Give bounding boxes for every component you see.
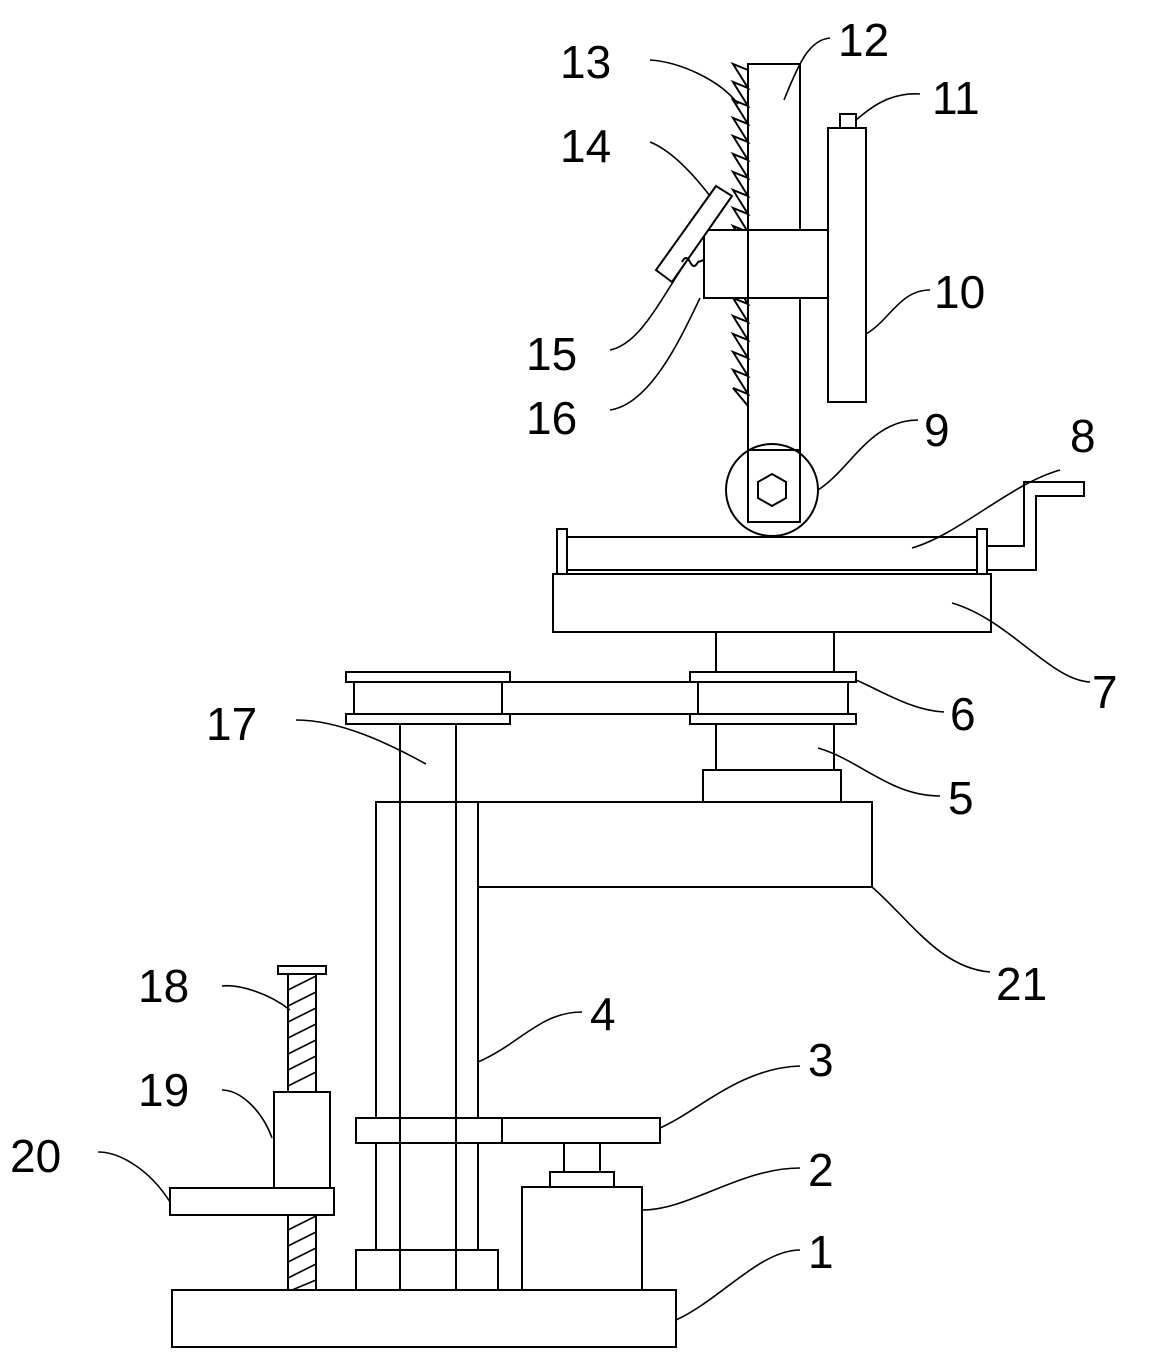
label-14: 14 [560,120,611,172]
label-13: 13 [560,36,611,88]
label-5: 5 [948,772,974,824]
right-pulley-hub [697,681,849,715]
column-lower [375,1142,479,1251]
pawl-spring [681,257,705,267]
lead-screw-lower [287,1214,317,1291]
label-10: 10 [934,266,985,318]
leader-lines [97,37,1091,1321]
screw-thread-hatching [287,975,317,1291]
motor-shaft-collar [549,1171,615,1188]
label-12: 12 [838,14,889,66]
clamp-arm [169,1187,335,1216]
label-16: 16 [526,392,577,444]
label-3: 3 [808,1034,834,1086]
label-1: 1 [808,1226,834,1278]
right-shaft-upper [715,631,835,673]
column-outer [375,801,479,1119]
crank-handle [987,481,1085,571]
label-17: 17 [206,698,257,750]
label-9: 9 [924,404,950,456]
side-tool-cap [839,113,857,129]
label-20: 20 [10,1130,61,1182]
label-2: 2 [808,1144,834,1196]
label-4: 4 [590,988,616,1040]
label-11: 11 [932,72,980,124]
left-pulley-hub [353,681,503,715]
screw-nut-housing [273,1091,331,1189]
screw-cap [277,965,327,975]
label-21: 21 [996,958,1047,1010]
sliding-block [703,229,829,299]
rail-right-stop [976,528,988,575]
side-tool-body [827,127,867,403]
slide-rail [556,536,988,571]
lower-gear-plate [501,1117,661,1144]
label-7: 7 [1092,666,1118,718]
column-foot [355,1249,499,1291]
motor-shaft [563,1142,601,1173]
turntable [552,573,992,633]
right-shaft-lower [715,723,835,771]
label-15: 15 [526,328,577,380]
base-plate [171,1289,677,1348]
left-pulley-top-flange [345,671,511,683]
right-pulley-bottom-flange [689,713,857,725]
right-shaft-base [702,769,842,803]
label-18: 18 [138,960,189,1012]
right-pulley-top-flange [689,671,857,683]
label-8: 8 [1070,410,1096,462]
support-arm [477,801,873,888]
left-pulley-bottom-flange [345,713,511,725]
roller-hex-nut [757,472,787,508]
pawl [654,184,734,284]
rack-teeth [730,61,751,407]
label-6: 6 [950,688,976,740]
roller-bracket [747,449,801,523]
lower-left-plate [355,1117,503,1144]
label-19: 19 [138,1064,189,1116]
motor-body [521,1186,643,1291]
rail-left-stop [556,528,568,575]
